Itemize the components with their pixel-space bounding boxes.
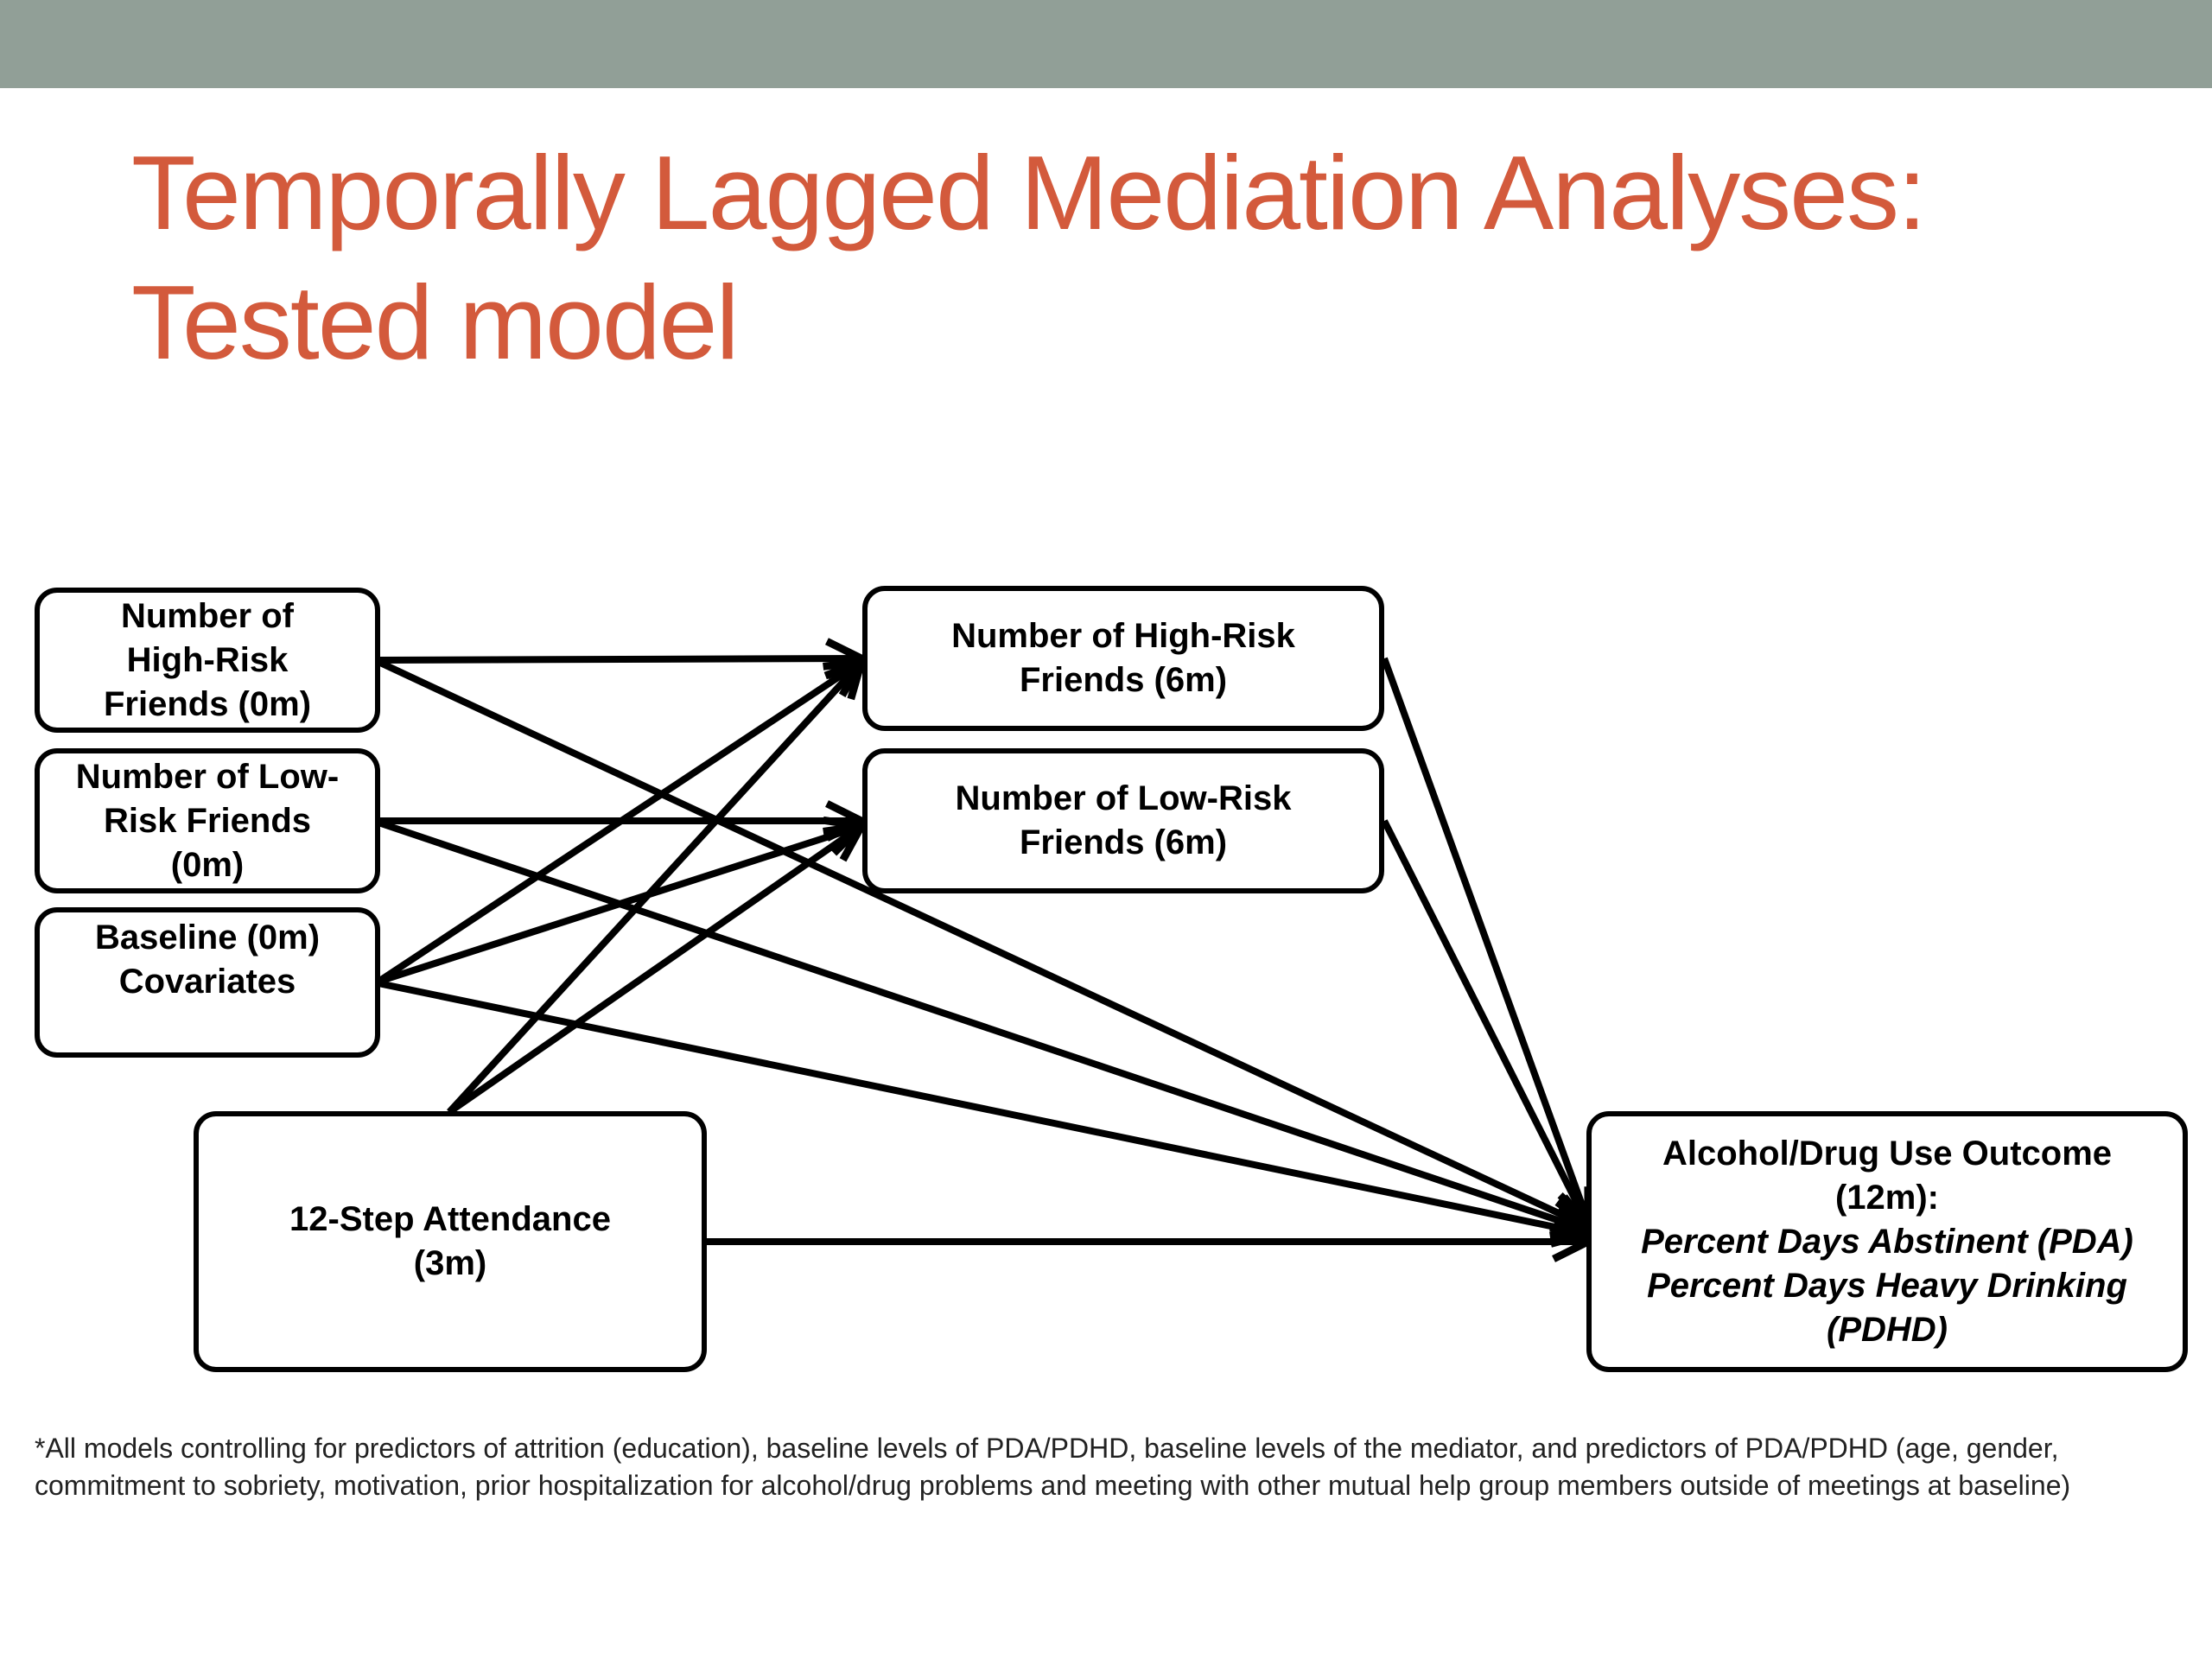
node-text-line: Baseline (0m) — [94, 918, 321, 957]
node-low-risk-friends-0m: Number of Low- Risk Friends (0m) — [35, 748, 380, 893]
node-text-line: Percent Days Heavy Drinking — [1647, 1266, 2127, 1305]
footnote: *All models controlling for predictors o… — [35, 1433, 2071, 1501]
node-alcohol-drug-use-outcome: Alcohol/Drug Use Outcome (12m): Percent … — [1586, 1111, 2188, 1372]
arrow-low-risk-6m-to-outcome — [1381, 819, 1588, 1225]
node-high-risk-friends-6m: Number of High-Risk Friends (6m) — [862, 586, 1384, 731]
node-text-line: (0m) — [170, 845, 245, 884]
arrow-high-risk-0m-to-high-risk-6m — [378, 658, 861, 660]
node-text-line: Number of High-Risk — [951, 617, 1295, 655]
slide-title: Temporally Lagged Mediation Analyses: Te… — [131, 128, 2119, 387]
node-text-line: Covariates — [118, 963, 296, 1001]
node-text-line: Number of Low-Risk — [955, 779, 1292, 817]
node-text-line: Friends (6m) — [1019, 823, 1228, 861]
arrow-baseline-to-high-risk-6m — [376, 662, 861, 985]
node-twelve-step-attendance: 12-Step Attendance (3m) — [194, 1111, 707, 1372]
arrow-high-risk-0m-to-outcome — [377, 658, 1588, 1227]
node-text-line: Risk Friends — [103, 801, 312, 840]
node-text-line: (3m) — [413, 1244, 487, 1282]
arrow-twelve-step-to-low-risk-6m — [447, 826, 861, 1116]
node-text-line: Alcohol/Drug Use Outcome — [1662, 1134, 2113, 1173]
node-text-line: Friends (0m) — [103, 684, 312, 723]
arrow-twelve-step-to-high-risk-6m — [447, 662, 861, 1115]
node-low-risk-friends-6m: Number of Low-Risk Friends (6m) — [862, 748, 1384, 893]
node-text-line: (12m): — [1834, 1178, 1940, 1217]
top-band — [0, 0, 2212, 88]
arrow-high-risk-6m-to-outcome — [1381, 657, 1588, 1222]
node-text-line: (PDHD) — [1827, 1310, 1948, 1349]
node-text-line: Friends (6m) — [1019, 661, 1228, 699]
node-text-line: Number of — [120, 596, 294, 635]
node-text-line: High-Risk — [126, 640, 289, 679]
node-high-risk-friends-0m: Number of High-Risk Friends (0m) — [35, 588, 380, 733]
title-line-2: Tested model — [131, 264, 740, 381]
node-text-line: 12-Step Attendance — [289, 1200, 611, 1238]
arrow-baseline-to-outcome — [378, 980, 1588, 1234]
arrow-low-risk-0m-to-outcome — [377, 819, 1588, 1230]
title-line-1: Temporally Lagged Mediation Analyses: — [131, 134, 1927, 251]
node-baseline-covariates: Baseline (0m) Covariates — [35, 907, 380, 1058]
node-text-line: Percent Days Abstinent (PDA) — [1641, 1222, 2133, 1261]
node-text-line: Number of Low- — [75, 757, 340, 796]
